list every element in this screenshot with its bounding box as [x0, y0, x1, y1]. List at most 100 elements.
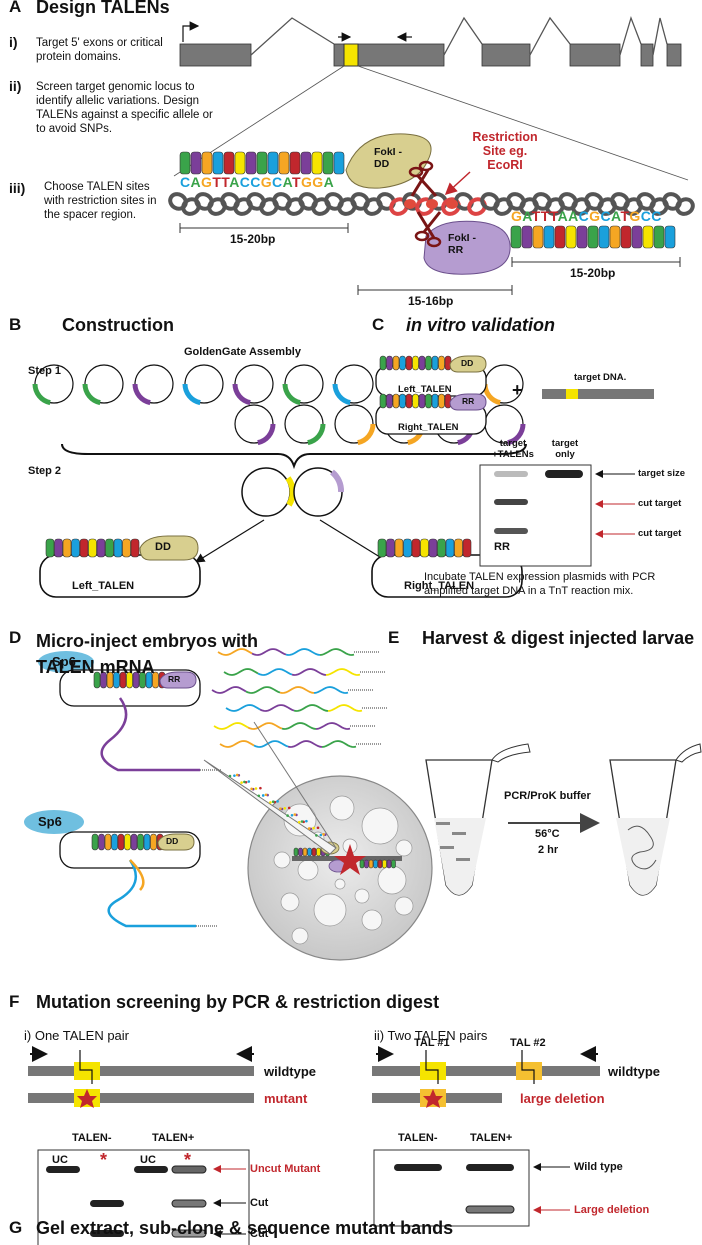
section-g-title: Gel extract, sub-clone & sequence mutant…	[36, 1218, 454, 1238]
scissors-icon	[414, 211, 442, 248]
foki-dd-label: FokI -DD	[374, 146, 402, 170]
mutation-star	[334, 844, 366, 875]
section-a-title: Design TALENs	[36, 0, 170, 17]
spacer-length-label: 15-16bp	[408, 294, 454, 308]
lane-target-talens: target +TALENs	[492, 438, 534, 460]
f-i-title: i) One TALEN pair	[24, 1028, 130, 1043]
f1-talen-minus: TALEN-	[72, 1132, 112, 1144]
step-i-text: Target 5' exons or critical protein doma…	[36, 37, 163, 63]
cut-target-label-1: cut target	[638, 498, 682, 509]
f-one-pair-schematic	[28, 1046, 254, 1108]
f1-talen-plus: TALEN+	[152, 1132, 195, 1144]
f1-uc-label-1: UC	[52, 1154, 68, 1166]
d-rr-plasmid	[38, 651, 222, 772]
section-c-letter: C	[372, 315, 385, 334]
uncut-mutant-label: Uncut Mutant	[250, 1163, 321, 1175]
section-c-title: in vitro validation	[406, 315, 556, 335]
d-dd-label: DD	[166, 836, 179, 846]
b-left-talen-label: Left_TALEN	[72, 580, 135, 592]
wild-type-band-label: Wild type	[574, 1161, 623, 1173]
gel-c	[479, 464, 592, 567]
step-iii-text: Choose TALEN sites with restriction site…	[44, 181, 157, 221]
golden-gate-modules	[32, 364, 526, 446]
lane-target-only: target only	[551, 438, 579, 460]
left-tale-repeats	[179, 151, 345, 175]
temperature-label: 56°C	[535, 828, 560, 840]
tal2-label: TAL #2	[510, 1037, 546, 1049]
mrna-strands	[211, 648, 388, 748]
b-rr-label: RR	[494, 541, 510, 553]
step-ii-text: Screen target genomic locus to identify …	[36, 81, 213, 135]
right-length-label: 15-20bp	[570, 266, 616, 280]
f-two-pair-schematic	[372, 1046, 600, 1108]
section-b-title: Construction	[62, 315, 174, 335]
tube-1	[425, 743, 531, 896]
restriction-site-label: Restriction Site eg. EcoRI	[472, 130, 538, 172]
d-rr-label: RR	[168, 674, 181, 684]
cut-label-2: Cut	[250, 1228, 269, 1240]
f-large-deletion-label: large deletion	[520, 1091, 605, 1106]
section-g-letter: G	[9, 1218, 23, 1237]
scissors-icon	[408, 160, 438, 198]
cut-target-label-2: cut target	[638, 528, 682, 539]
step1-label: Step 1	[28, 365, 62, 377]
left-talen-plasmid	[39, 535, 201, 598]
d-dd-plasmid	[24, 810, 218, 928]
f-wildtype-label-2: wildtype	[608, 1064, 661, 1079]
f1-mutant-star-2: *	[184, 1150, 192, 1170]
sp6-label-1: Sp6	[52, 654, 76, 669]
large-deletion-band-label: Large deletion	[574, 1204, 650, 1216]
section-d-letter: D	[9, 628, 22, 647]
foki-rr-label: FokI -RR	[448, 232, 476, 256]
f-mutant-label: mutant	[264, 1091, 308, 1106]
c-left-talen-label: Left_TALEN	[398, 384, 452, 395]
f-ii-title: ii) Two TALEN pairs	[374, 1028, 488, 1043]
right-target-sequence: GATTTAACGCATGCC	[511, 208, 662, 224]
section-d-title: Micro-inject embryos with TALEN mRNA	[36, 631, 259, 677]
f1-uc-label-2: UC	[140, 1154, 156, 1166]
gene-model	[173, 15, 689, 181]
f-wildtype-label-1: wildtype	[264, 1064, 317, 1079]
step2-label: Step 2	[28, 465, 62, 477]
c-caption: Incubate TALEN expression plasmids with …	[424, 571, 656, 597]
assembly-brace	[61, 443, 527, 470]
injection-needle	[203, 759, 337, 855]
cut-label-1: Cut	[250, 1197, 269, 1209]
gel-f2	[373, 1149, 530, 1227]
goldengate-label: GoldenGate Assembly	[184, 346, 301, 358]
f2-talen-minus: TALEN-	[398, 1132, 438, 1144]
target-site	[343, 43, 359, 67]
target-dna-label: target DNA.	[574, 372, 627, 383]
tal1-label: TAL #1	[414, 1037, 450, 1049]
length-bars	[179, 223, 681, 295]
left-target-sequence: CAGTTACCGCATGGA	[180, 174, 335, 190]
c-right-talen-label: Right_TALEN	[398, 422, 459, 433]
plus-sign: +	[512, 380, 523, 400]
left-length-label: 15-20bp	[230, 232, 276, 246]
target-dna-bar	[542, 389, 654, 399]
section-b-letter: B	[9, 315, 22, 334]
section-f-letter: F	[9, 992, 20, 1011]
time-label: 2 hr	[538, 844, 559, 856]
section-e-letter: E	[388, 628, 400, 647]
dna-helix	[168, 192, 695, 216]
step-ii-number: ii)	[9, 78, 22, 94]
step2-plasmids	[241, 467, 344, 517]
b-dd-label: DD	[155, 541, 171, 553]
foki-rr-domain	[423, 220, 511, 275]
section-e-title: Harvest & digest injected larvae	[422, 628, 695, 648]
c-dd-label: DD	[461, 358, 474, 368]
c-left-talen-plasmid	[375, 355, 487, 397]
tube-2	[609, 743, 702, 896]
sp6-label-2: Sp6	[38, 814, 62, 829]
f1-mutant-star-1: *	[100, 1150, 108, 1170]
f2-talen-plus: TALEN+	[470, 1132, 513, 1144]
target-size-label: target size	[638, 468, 685, 479]
b-right-talen-label: Right_TALEN	[404, 580, 475, 592]
section-a-letter: A	[9, 0, 22, 16]
buffer-label: PCR/ProK buffer	[504, 790, 591, 802]
right-tale-repeats	[510, 225, 676, 249]
c-rr-label: RR	[462, 396, 475, 406]
c-right-talen-plasmid	[375, 393, 487, 435]
